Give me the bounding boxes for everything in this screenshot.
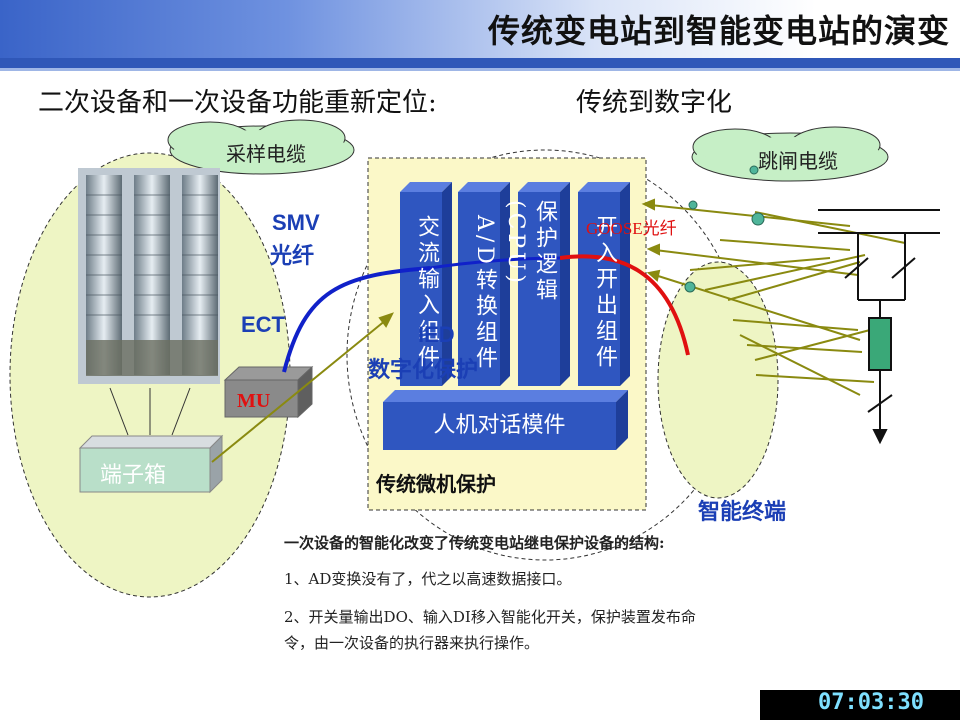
ied-label: IED [418, 322, 455, 347]
slide-title: 传统变电站到智能变电站的演变 [487, 12, 950, 50]
cloud-sampling-cable [167, 119, 355, 175]
green-dots [684, 165, 765, 293]
module-ad-convert: A/D转换组件 [472, 214, 497, 372]
header-stripe-thin [0, 68, 960, 71]
cloud-sampling-label: 采样电缆 [226, 142, 306, 166]
ect-label: ECT [241, 312, 285, 337]
module-shapes [383, 182, 630, 450]
module-io: 开入开出组件 [592, 215, 617, 371]
breaker-schematic [818, 209, 940, 445]
smv-fiber-curve [282, 266, 431, 373]
notes-item-2-line-1: 2、开关量输出DO、输入DI移入智能化开关，保护装置发布命 [284, 608, 696, 626]
goose-fiber-curve [559, 254, 690, 356]
terminal-box-shape [78, 434, 224, 494]
header-stripe [0, 58, 960, 68]
smv-fiber-label: 光纤 [270, 243, 315, 268]
notes-item-2-line-2: 令，由一次设备的执行器来执行操作。 [284, 634, 540, 652]
cloud-trip-cable [691, 126, 889, 182]
insulator-cables [109, 387, 191, 436]
subtitle-right: 传统到数字化 [576, 88, 733, 118]
ect-insulator-photos [78, 168, 220, 384]
notes-item-1: 1、AD变换没有了，代之以高速数据接口。 [284, 570, 572, 588]
mu-label: MU [237, 390, 271, 412]
fiber-to-module-curve [429, 256, 561, 270]
smart-terminal-label: 智能终端 [698, 499, 787, 524]
traditional-protection-label: 传统微机保护 [376, 474, 496, 496]
clock-panel [760, 690, 960, 720]
mu-box-shape [223, 365, 314, 419]
module-hmi: 人机对话模件 [433, 413, 566, 438]
header-bar [0, 0, 960, 58]
terminal-box-label: 端子箱 [100, 463, 167, 488]
cloud-trip-label: 跳闸电缆 [758, 149, 838, 173]
module-ac-input: 交流输入组件 [414, 215, 439, 371]
notes-heading: 一次设备的智能化改变了传统变电站继电保护设备的结构: [284, 534, 665, 552]
goose-fiber-label: GOOSE光纤 [586, 219, 677, 238]
module-protection-logic: 保护逻辑(CPU) [503, 200, 557, 304]
smart-terminal-ellipse [657, 261, 779, 499]
digital-protection-label: 数字化保护 [368, 357, 479, 382]
clock-readout: 07:03:30 [818, 690, 924, 715]
smv-label: SMV [272, 210, 320, 235]
subtitle-left: 二次设备和一次设备功能重新定位: [38, 88, 437, 118]
